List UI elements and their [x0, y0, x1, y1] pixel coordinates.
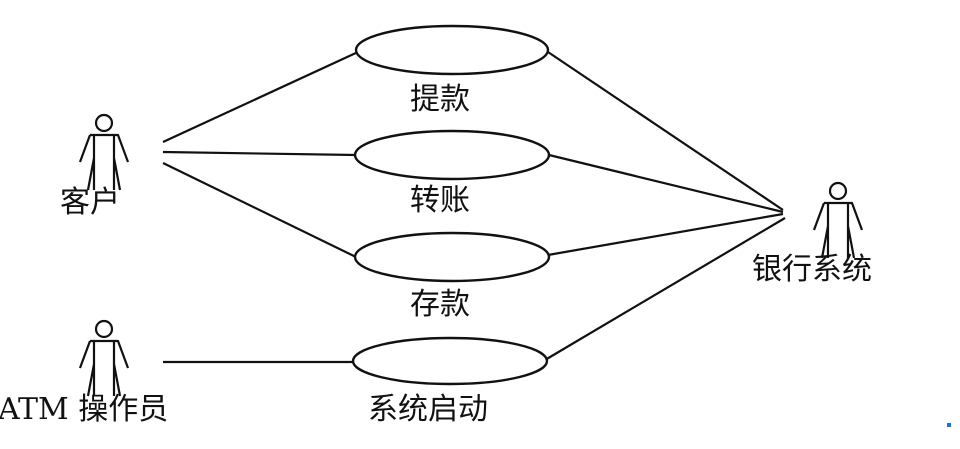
assoc-customer-deposit: [162, 162, 359, 259]
edge-mark: [947, 423, 951, 427]
associations: [162, 49, 786, 364]
use-case-withdraw-label: 提款: [410, 82, 470, 117]
use-case-startup-label: 系统启动: [368, 392, 488, 427]
use-case-transfer-ellipse[interactable]: [353, 129, 551, 181]
bank-label: 银行系统: [752, 252, 872, 287]
assoc-bank-deposit: [547, 212, 784, 257]
assoc-bank-startup: [544, 217, 786, 361]
use-case-transfer-label: 转账: [410, 183, 470, 218]
customer-actor-icon[interactable]: [78, 113, 130, 191]
assoc-bank-withdraw: [544, 49, 784, 211]
use-case-withdraw-ellipse[interactable]: [354, 24, 550, 76]
customer-label: 客户: [60, 185, 120, 220]
use-case-startup-ellipse[interactable]: [351, 336, 549, 386]
assoc-customer-withdraw: [162, 51, 359, 143]
use-cases: [351, 24, 551, 386]
operator-actor-icon[interactable]: [78, 319, 130, 397]
operator-label: ATM 操作员: [0, 392, 169, 427]
use-case-deposit-label: 存款: [410, 287, 470, 322]
assoc-customer-transfer: [162, 150, 357, 157]
assoc-bank-transfer: [548, 153, 784, 214]
bank-actor-icon[interactable]: [812, 181, 864, 259]
use-case-deposit-ellipse[interactable]: [353, 231, 551, 283]
